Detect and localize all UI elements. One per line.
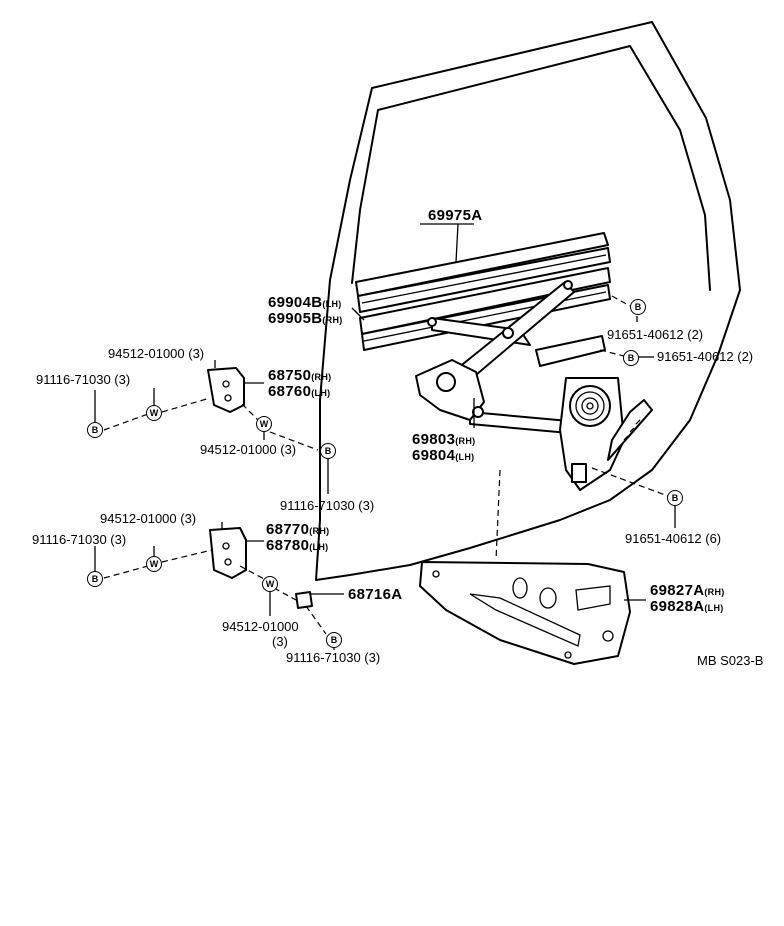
label-bolt-b: 91651-40612 (2) [657,349,754,364]
label-panel-rh: 69827A(RH) [650,582,725,599]
lower-hinge [209,527,247,579]
label-regulator-rh: 69803(RH) [412,431,476,448]
glass-run-channel [355,232,609,297]
lift-bracket [535,335,606,367]
label-lower-hinge-lh: 68780(LH) [266,537,329,554]
label-bolt-1: 91116-71030 (3) [36,372,131,387]
label-washer-3: 94512-01000 (3) [100,511,197,526]
label-channel-lh: 69904B(LH) [268,294,342,311]
bolt-symbol: B [667,490,683,506]
bolt-symbol: B [623,350,639,366]
label-check: 68716A [348,586,403,603]
door-outline [315,21,741,581]
bolt-symbol: B [630,299,646,315]
label-bolt-4: 91116-71030 (3) [286,650,381,665]
label-bolt-a: 91651-40612 (2) [607,327,704,342]
window-frame [351,45,711,291]
door-check [295,591,313,609]
bolt-symbol: B [320,443,336,459]
label-bolt-c: 91651-40612 (6) [625,531,722,546]
label-washer-2: 94512-01000 (3) [200,442,297,457]
bolt-symbol: B [87,571,103,587]
label-bolt-2: 91116-71030 (3) [280,498,375,513]
bolt-symbol: B [326,632,342,648]
label-glass-run: 69975A [428,207,483,224]
label-regulator-lh: 69804(LH) [412,447,475,464]
label-channel-rh: 69905B(RH) [268,310,343,327]
label-washer-1: 94512-01000 (3) [108,346,205,361]
label-washer-4: 94512-01000 [222,619,299,634]
label-washer-4-qty: (3) [272,634,288,649]
washer-symbol: W [146,405,162,421]
upper-hinge [207,367,245,413]
reference-code: MB S023-B [697,653,764,668]
washer-symbol: W [256,416,272,432]
label-panel-lh: 69828A(LH) [650,598,724,615]
sector-gear [607,399,653,461]
bolt-symbol: B [87,422,103,438]
label-lower-hinge-rh: 68770(RH) [266,521,330,538]
label-upper-hinge-rh: 68750(RH) [268,367,332,384]
washer-symbol: W [146,556,162,572]
service-panel [419,561,631,665]
label-bolt-3: 91116-71030 (3) [32,532,127,547]
washer-symbol: W [262,576,278,592]
label-upper-hinge-lh: 68760(LH) [268,383,331,400]
